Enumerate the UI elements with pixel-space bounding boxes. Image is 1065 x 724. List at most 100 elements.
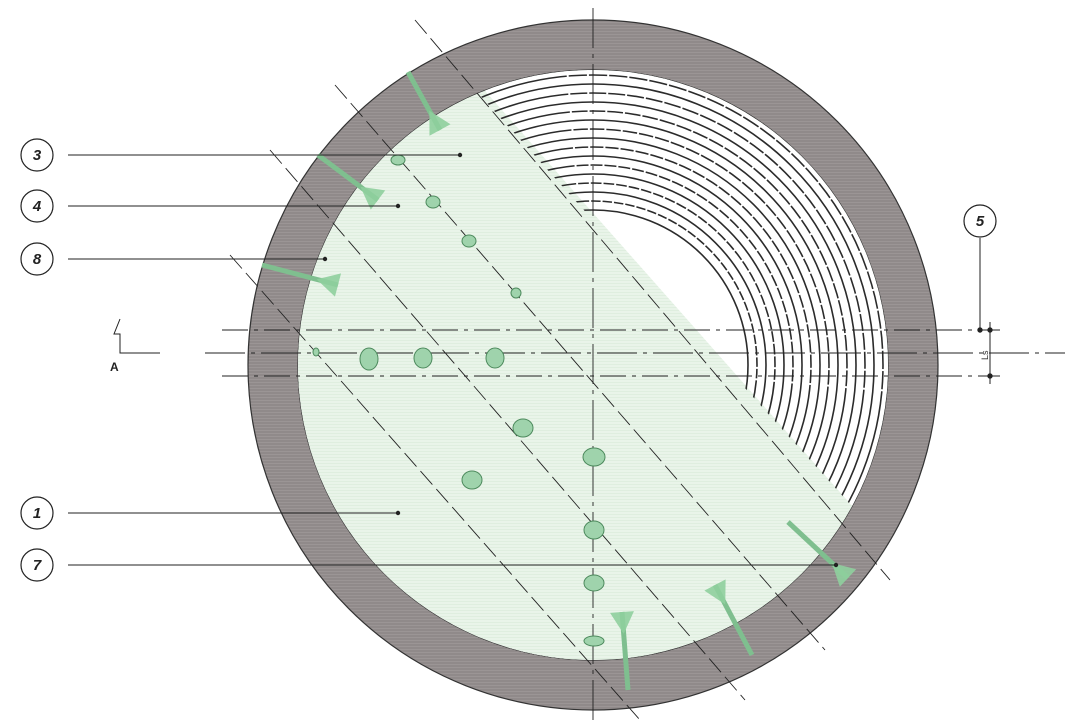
arch-joint [782, 225, 791, 233]
arch-joint [859, 387, 870, 391]
arch-joint [683, 204, 691, 213]
arch-joint [694, 211, 702, 220]
arch-joint [743, 309, 754, 314]
arch-joint [715, 205, 723, 214]
arch-joint [624, 89, 628, 100]
arch-joint [767, 271, 777, 277]
bolt [390, 154, 406, 166]
arch-joint [786, 201, 795, 209]
arch-joint [841, 385, 852, 389]
bolt [582, 447, 606, 467]
arch-joint [622, 198, 627, 209]
arch-joint [846, 273, 856, 279]
dashed-lines [205, 8, 1065, 721]
arch-joint [767, 236, 777, 244]
rock-bolt-fans [261, 70, 857, 691]
arch-joint [667, 136, 673, 146]
arch-joint [760, 258, 770, 265]
arch-joint [831, 238, 841, 245]
arch-joint [625, 181, 630, 191]
arch-joint [672, 197, 679, 207]
arch-joint [611, 197, 615, 207]
arch-joint [802, 321, 813, 326]
arch-joint [629, 163, 634, 173]
arch-joint [761, 199, 770, 208]
arch-joint [689, 165, 696, 175]
bolt-heads [312, 154, 606, 647]
arch-joint [801, 163, 810, 171]
arch-joint [785, 324, 795, 329]
arch-joint [745, 137, 753, 147]
arch-joint [570, 124, 574, 134]
arch-joint [575, 178, 579, 188]
arch-joint [714, 181, 722, 191]
arch-joint [702, 173, 709, 183]
bolt [510, 287, 522, 299]
callout-7: 7 [20, 548, 839, 582]
arch-joint [782, 310, 792, 316]
arch-joint [760, 149, 769, 158]
arch-joint [806, 230, 816, 238]
arch-joint [822, 221, 831, 228]
arch-joint [752, 246, 762, 254]
arch-joint [620, 125, 624, 135]
arch-joint [633, 201, 638, 211]
arch-joint [760, 303, 771, 308]
arch-joint [661, 97, 666, 107]
arch-joint [674, 219, 681, 229]
arch-joint [787, 148, 795, 157]
arch-joint [735, 287, 745, 294]
arch-joint [762, 174, 771, 183]
arch-joint [569, 106, 573, 117]
rock-bolt-fan [704, 579, 726, 605]
arch-joint [824, 384, 834, 388]
arch-joint [822, 262, 832, 269]
arch-joint [789, 276, 799, 283]
arch-joint [851, 292, 861, 297]
arch-joint [745, 267, 754, 275]
arch-joint [747, 320, 757, 325]
arch-joint [735, 152, 743, 161]
arch-joint [800, 189, 809, 198]
arch-joint [632, 145, 637, 156]
dimension-label: Ls [980, 350, 990, 360]
arch-joint [682, 142, 689, 152]
arch-joint [868, 287, 879, 292]
callout-number: 1 [33, 505, 41, 522]
arch-joint [716, 257, 725, 266]
arch-joint [756, 291, 766, 297]
arch-joint [820, 318, 830, 322]
rock-bolt-fan [831, 562, 857, 587]
arch-joint [704, 219, 712, 228]
arch-joint [685, 85, 690, 95]
arch-joint [751, 343, 761, 347]
arch-joint [735, 224, 744, 233]
arch-joint [636, 128, 640, 138]
arch-joint [805, 336, 815, 340]
arch-joint [709, 249, 718, 257]
arch-joint [701, 240, 709, 249]
section-label: A [110, 360, 119, 374]
arch-joint [787, 339, 797, 343]
callout-number: 4 [32, 198, 42, 215]
arch-joint [725, 214, 734, 223]
arch-joint [661, 153, 667, 163]
arch-joint [788, 381, 798, 384]
arch-joint [773, 283, 783, 290]
arch-joint [664, 213, 671, 223]
dimension-ls [977, 238, 1000, 384]
arch-joint [775, 161, 783, 170]
arch-joint [693, 188, 700, 198]
arch-joint [775, 249, 785, 256]
callout-4: 4 [20, 189, 401, 223]
arch-joint [770, 379, 780, 383]
arch-joint [772, 135, 780, 144]
arch-joint [799, 306, 809, 311]
arch-joint [730, 127, 737, 136]
arch-joint [855, 311, 866, 315]
arch-joint [750, 188, 759, 197]
arch-joint [876, 328, 886, 332]
arch-joint [689, 126, 696, 136]
arch-joint [738, 256, 747, 264]
